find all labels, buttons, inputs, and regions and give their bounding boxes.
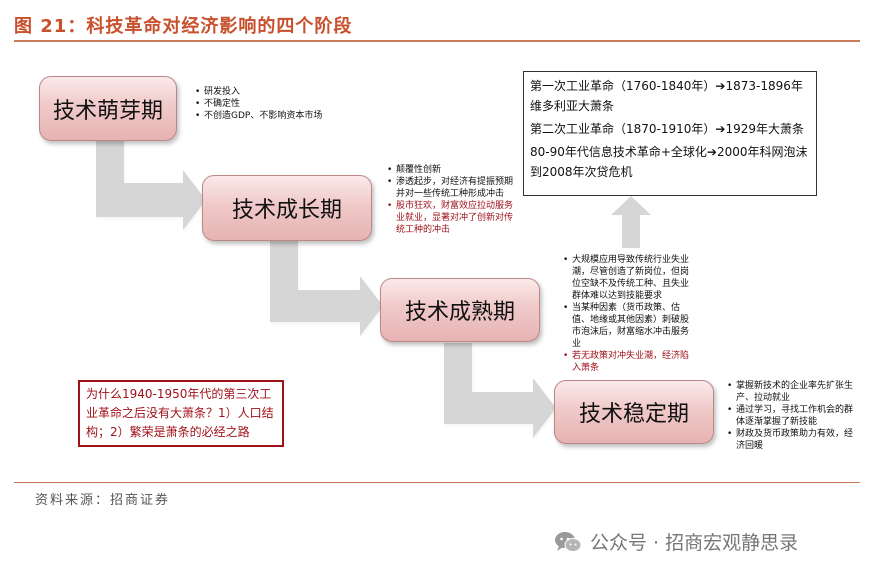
note-item: 当某种因素（货币政策、估值、地缘或其他因素）刺破股市泡沫后，财富缩水冲击服务业 [563,302,694,350]
note-item: 财政及货币政策助力有效，经济回暖 [727,428,856,452]
notes-mature: 大规模应用导致传统行业失业潮，尽管创造了新岗位，但岗位空缺不及传统工种、且失业群… [562,254,694,374]
stage-mature: 技术成熟期 [380,278,540,342]
stage-stable: 技术稳定期 [554,380,714,444]
watermark-text: 公众号 · 招商宏观静思录 [590,532,799,554]
history-line: 80-90年代信息技术革命+全球化➔2000年科网泡沫到2008年次贷危机 [530,145,808,179]
source-note: 资料来源：招商证券 [35,493,171,508]
title-divider [14,40,860,42]
note-item: 不创造GDP、不影响资本市场 [195,110,334,122]
arrow-2 [270,240,383,336]
note-item: 不确定性 [195,98,334,110]
note-item: 研发投入 [195,86,334,98]
notes-sprout: 研发投入 不确定性 不创造GDP、不影响资本市场 [194,86,334,122]
arrow-1 [96,130,206,230]
question-box: 为什么1940-1950年代的第三次工业革命之后没有大萧条？1）人口结构；2）繁… [78,380,284,447]
note-item: 渗透起步，对经济有提振预期并对一些传统工种形成冲击 [387,176,514,200]
note-item: 通过学习，寻找工作机会的群体逐渐掌握了新技能 [727,404,856,428]
history-line: 第二次工业革命（1870-1910年）➔1929年大萧条 [530,122,805,136]
note-item: 颠覆性创新 [387,164,514,176]
stage-growth: 技术成长期 [202,175,372,241]
history-box: 第一次工业革命（1760-1840年）➔1873-1896年维多利亚大萧条 第二… [523,71,817,196]
arrow-up [611,196,651,248]
note-item-highlight: 若无政策对冲失业潮，经济陷入萧条 [563,350,694,374]
note-item: 大规模应用导致传统行业失业潮，尽管创造了新岗位，但岗位空缺不及传统工种、且失业群… [563,254,694,302]
note-item-highlight: 股市狂欢，财富效应拉动服务业就业，显著对冲了创新对传统工种的冲击 [387,200,514,236]
notes-stable: 掌握新技术的企业率先扩张生产、拉动就业 通过学习，寻找工作机会的群体逐渐掌握了新… [726,380,856,452]
arrow-3 [444,343,556,438]
watermark: 公众号 · 招商宏观静思录 [554,528,798,555]
history-line: 第一次工业革命（1760-1840年）➔1873-1896年维多利亚大萧条 [530,79,803,113]
notes-growth: 颠覆性创新 渗透起步，对经济有提振预期并对一些传统工种形成冲击 股市狂欢，财富效… [386,164,514,236]
stage-sprout: 技术萌芽期 [39,76,177,141]
note-item: 掌握新技术的企业率先扩张生产、拉动就业 [727,380,856,404]
wechat-icon [555,531,582,552]
figure-title: 图 21：科技革命对经济影响的四个阶段 [14,16,353,37]
source-divider [14,482,860,483]
